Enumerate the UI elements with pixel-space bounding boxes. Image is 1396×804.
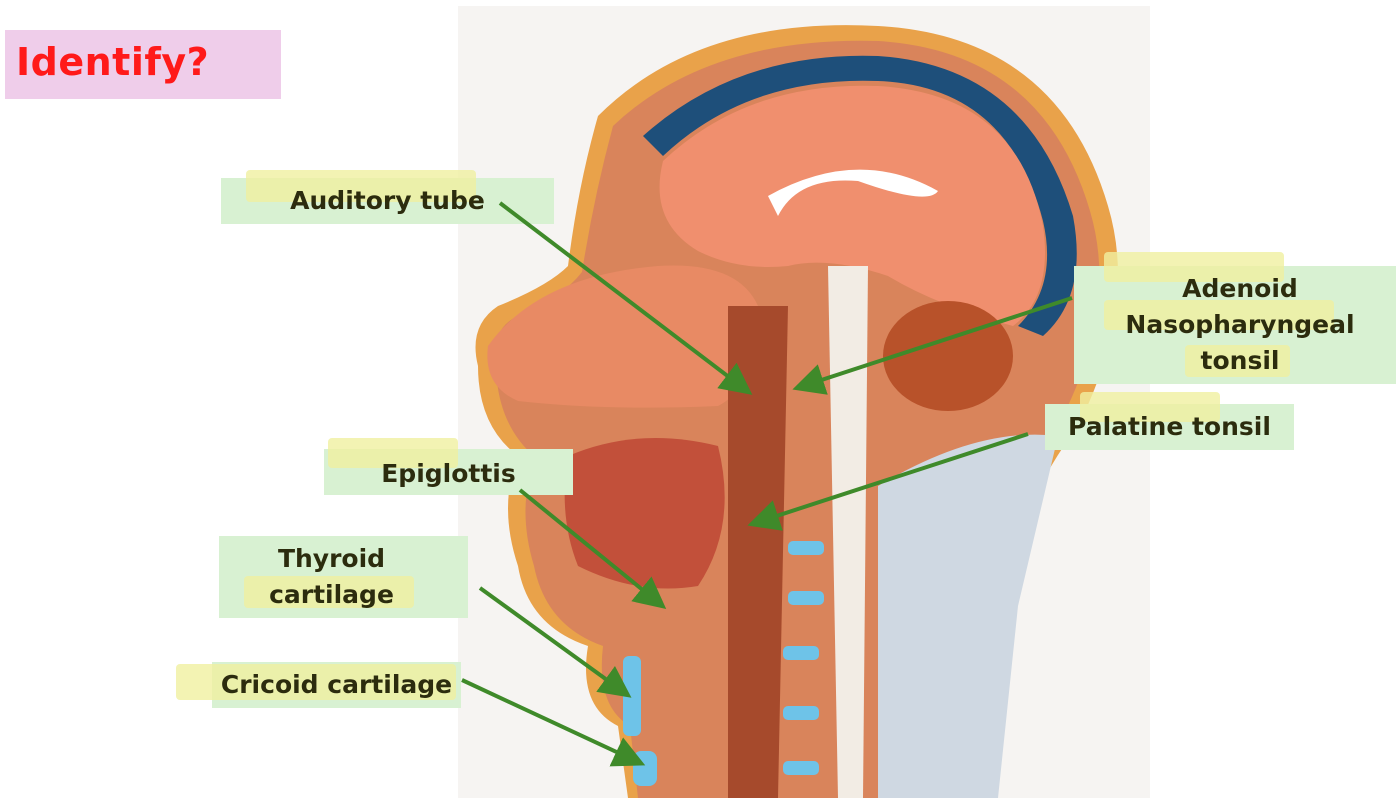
- highlight-nasopharyngeal: [1104, 300, 1334, 330]
- vertebral-discs: [783, 541, 824, 775]
- label-thyroid-line2: cartilage: [269, 580, 394, 609]
- arrow-adenoid: [792, 296, 1073, 395]
- label-thyroid-line1: Thyroid: [277, 544, 386, 573]
- highlight-auditory-tube: [246, 170, 476, 202]
- tongue: [564, 438, 725, 589]
- label-cricoid-cartilage: Cricoid cartilage: [220, 670, 453, 699]
- label-auditory-tube: Auditory tube: [290, 186, 485, 215]
- arrow-epiglottis: [518, 488, 667, 610]
- highlight-epiglottis: [328, 438, 458, 468]
- highlight-thyroid-cartilage: [244, 576, 414, 608]
- page-title: Identify?: [16, 40, 210, 84]
- label-adenoid-line3: tonsil: [1200, 346, 1280, 375]
- highlight-palatine-tonsil: [1080, 392, 1220, 422]
- highlight-adenoid: [1104, 252, 1284, 282]
- label-palatine-tonsil: Palatine tonsil: [1068, 412, 1271, 441]
- arrow-auditory-tube: [498, 201, 753, 395]
- arrow-cricoid-cartilage: [461, 678, 646, 767]
- arrow-thyroid-cartilage: [478, 586, 632, 698]
- cerebrum: [659, 85, 1045, 327]
- neck-muscles: [878, 434, 1058, 798]
- spinal-cord: [828, 266, 868, 798]
- label-adenoid-line2: Nasopharyngeal: [1125, 310, 1355, 339]
- highlight-tonsil: [1185, 345, 1290, 377]
- highlight-cricoid-cartilage: [176, 664, 456, 700]
- nasal-cavity: [487, 265, 758, 408]
- corpus-callosum: [768, 169, 938, 216]
- label-adenoid-line1: Adenoid: [1182, 274, 1298, 303]
- label-epiglottis: Epiglottis: [381, 459, 516, 488]
- arrow-palatine-tonsil: [747, 432, 1029, 531]
- title-background: [5, 30, 281, 99]
- skull-meninges: [643, 55, 1077, 336]
- pharynx: [728, 306, 788, 798]
